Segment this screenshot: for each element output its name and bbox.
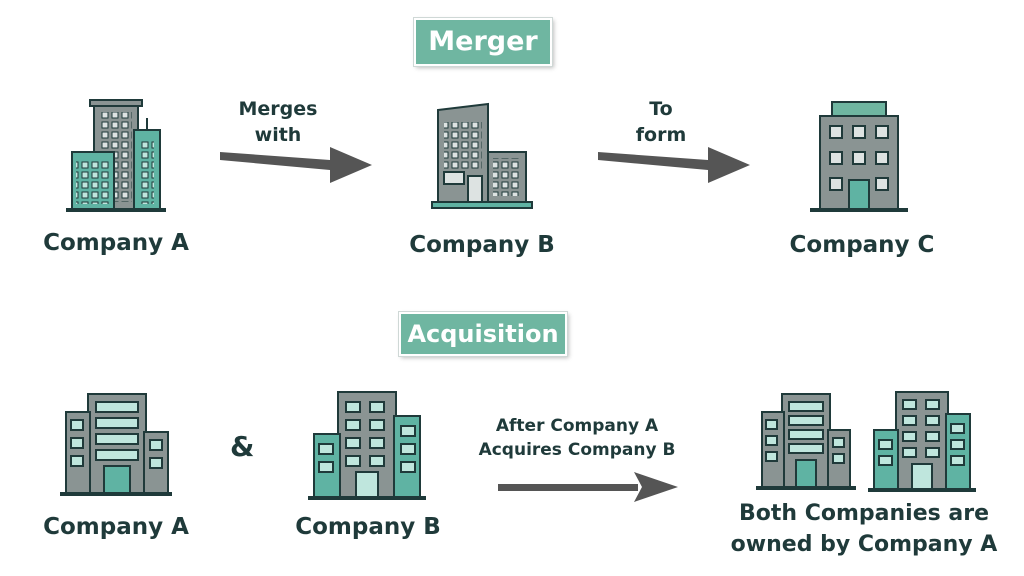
merger-company-a-building-icon	[66, 99, 166, 212]
acquisition-arrow-caption: After Company A Acquires Company B	[462, 414, 692, 462]
acquisition-result-line-2: owned by Company A	[730, 532, 998, 557]
merger-company-b-building-icon	[431, 102, 533, 209]
acquisition-company-a-label: Company A	[43, 514, 189, 540]
merger-company-a-label: Company A	[43, 230, 189, 256]
result-company-b-building-icon	[868, 391, 976, 492]
merger-title-badge: Merger	[414, 18, 552, 66]
acquisition-arrow-line-1: After Company A	[495, 416, 659, 436]
merger-company-b-label: Company B	[409, 232, 555, 258]
acquisition-company-a-building-icon	[60, 393, 172, 496]
merger-arrow-2-line-2: form	[635, 124, 687, 146]
merger-arrow-2-line-1: To	[649, 98, 673, 120]
merger-arrow-1-line-2: with	[254, 124, 302, 146]
acquisition-title-badge: Acquisition	[399, 312, 567, 356]
acquisition-company-b-building-icon	[308, 391, 426, 500]
merger-arrow-2-icon	[598, 147, 750, 183]
merger-company-c-label: Company C	[789, 232, 935, 258]
result-company-a-building-icon	[756, 393, 856, 490]
ampersand: &	[230, 430, 255, 463]
acquisition-arrow-icon	[498, 472, 678, 502]
merger-arrow-2-caption: To form	[616, 96, 706, 148]
merger-arrow-1-icon	[220, 147, 372, 183]
merger-arrow-1-line-1: Merges	[238, 98, 318, 120]
acquisition-result-line-1: Both Companies are	[739, 501, 989, 526]
acquisition-company-b-label: Company B	[295, 514, 441, 540]
acquisition-result-caption: Both Companies are owned by Company A	[716, 498, 1012, 560]
merger-arrow-1-caption: Merges with	[226, 96, 330, 148]
merger-company-c-building-icon	[810, 101, 908, 212]
acquisition-arrow-line-2: Acquires Company B	[478, 440, 676, 460]
